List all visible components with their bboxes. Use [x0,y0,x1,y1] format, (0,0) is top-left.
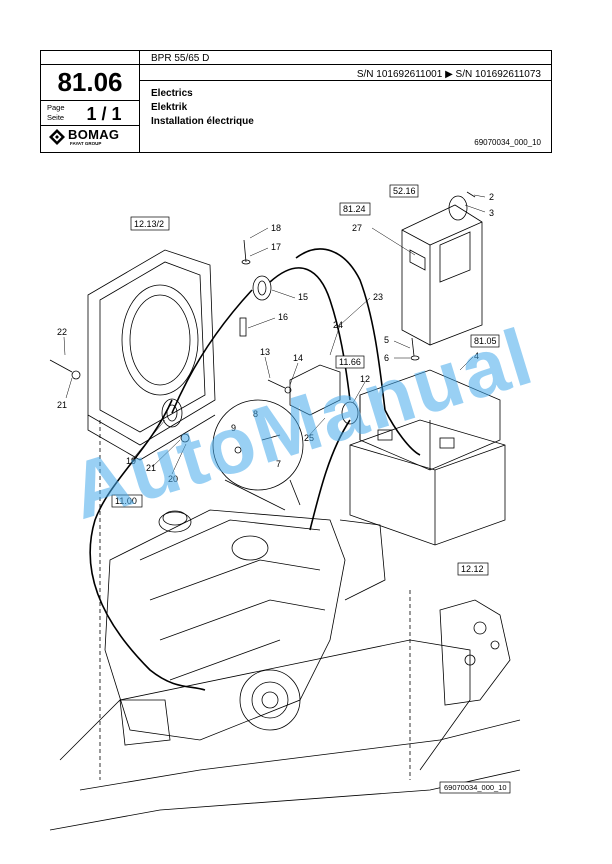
serial-range: S/N 101692611001 ▶ S/N 101692611073 [356,69,541,80]
ref-label: 12.13/2 [134,219,164,229]
section-number: 81.06 [57,67,123,97]
drawing-footer-id: 69070034_000_10 [444,783,507,792]
diamond-logo-icon [49,129,65,145]
divider [41,100,139,101]
item-number: 16 [278,312,288,322]
model-name: BPR 55/65 D [151,53,210,64]
title-fr: Installation électrique [151,116,254,127]
brand-name: BOMAG [68,127,120,142]
exploded-parts-drawing: 12.13/2 52.16 81.24 11.66 81.05 11.00 12… [49,184,521,831]
brand-subtitle: FAYAT GROUP [70,141,102,146]
divider [139,51,140,152]
item-number: 24 [333,320,343,330]
item-number: 19 [126,456,136,466]
document-id: 69070034_000_10 [474,138,541,147]
item-number: 23 [373,292,383,302]
ref-label: 81.05 [474,336,497,346]
item-number: 21 [146,463,156,473]
title-block: 81.06 Page Seite 1 / 1 BOMAG FAYAT GROUP… [40,50,552,153]
item-number: 27 [352,223,362,233]
item-number: 20 [168,474,178,484]
item-number: 25 [304,433,314,443]
item-number: 22 [57,327,67,337]
item-number: 9 [231,423,236,433]
item-number: 14 [293,353,303,363]
ref-label: 81.24 [343,204,366,214]
brand-logo: BOMAG FAYAT GROUP [49,127,137,149]
title-en: Electrics [151,88,193,99]
ref-label: 52.16 [393,186,416,196]
item-number: 17 [271,242,281,252]
item-number: 13 [260,347,270,357]
ref-label: 11.66 [339,357,361,367]
item-number: 3 [489,208,494,218]
divider [41,64,551,65]
item-number: 6 [384,353,389,363]
page-indicator: 1 / 1 [86,104,122,124]
item-number: 7 [276,459,281,469]
page-label-en: Page [47,103,65,112]
item-number: 15 [298,292,308,302]
item-number: 18 [271,223,281,233]
item-number: 4 [474,351,479,361]
item-number: 21 [57,400,67,410]
item-number: 12 [360,374,370,384]
divider [139,80,551,81]
page-label-de: Seite [47,113,65,122]
title-de: Elektrik [151,102,188,113]
item-number: 5 [384,335,389,345]
divider [41,125,139,126]
item-number: 8 [253,409,258,419]
item-number: 2 [489,192,494,202]
ref-label: 12.12 [461,564,484,574]
ref-label: 11.00 [115,496,137,506]
